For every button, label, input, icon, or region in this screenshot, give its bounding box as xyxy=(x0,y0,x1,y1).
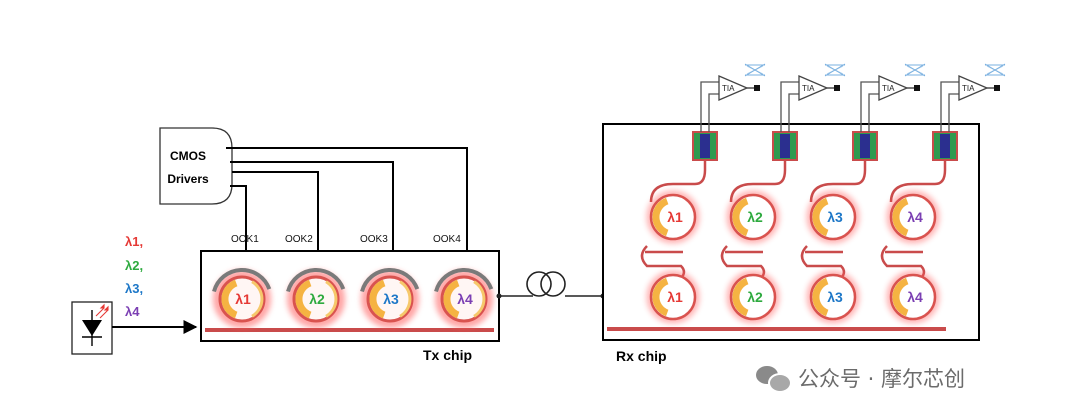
eye-diagram-icon xyxy=(824,63,846,77)
wavelength-item: λ1, xyxy=(125,234,143,249)
rx-ring-label: λ3 xyxy=(827,289,843,305)
tx-ring-label: λ1 xyxy=(235,291,251,307)
photodetector xyxy=(852,131,878,161)
eye-diagram-icon xyxy=(744,63,766,77)
rx-ring: λ2 xyxy=(726,190,780,244)
rx-ring-label: λ4 xyxy=(907,289,923,305)
wavelength-list: λ1, λ2, λ3, λ4 xyxy=(125,234,143,319)
rx-ring: λ2 xyxy=(726,270,780,324)
rx-demux-array: λ1 λ1 λ2 λ2 λ3 λ3 λ4 λ4 xyxy=(640,131,958,324)
watermark-text: 公众号 · 摩尔芯创 xyxy=(798,367,966,391)
wavelength-item: λ4 xyxy=(125,304,140,319)
cmos-drivers-block: CMOS Drivers xyxy=(159,127,233,205)
tx-ring-label: λ3 xyxy=(383,291,399,307)
tx-ring-label: λ4 xyxy=(457,291,473,307)
tia-label: TIA xyxy=(802,84,815,93)
wavelength-item: λ2, xyxy=(125,258,143,273)
rx-ring-label: λ3 xyxy=(827,209,843,225)
rx-ring: λ4 xyxy=(886,270,940,324)
tia-array: TIA TIA TIA TIA xyxy=(700,63,1006,132)
tia-label: TIA xyxy=(962,84,975,93)
tx-ring: λ1 xyxy=(212,267,272,328)
rx-ring: λ3 xyxy=(806,270,860,324)
cmos-label-line2: Drivers xyxy=(167,172,209,186)
tia-label: TIA xyxy=(882,84,895,93)
rx-channel: λ4 λ4 xyxy=(880,131,958,324)
rx-ring: λ4 xyxy=(886,190,940,244)
driver-lines xyxy=(226,147,474,270)
cmos-label-line1: CMOS xyxy=(170,149,206,163)
eye-diagram-icon xyxy=(984,63,1006,77)
rx-chip: λ1 λ1 λ2 λ2 λ3 λ3 λ4 λ4 Rx chip xyxy=(602,123,980,364)
fiber-link xyxy=(496,271,606,299)
rx-channel: λ3 λ3 xyxy=(800,131,878,324)
rx-ring-label: λ1 xyxy=(667,289,683,305)
laser-source xyxy=(71,301,113,355)
photodetector xyxy=(692,131,718,161)
ook-label: OOK1 xyxy=(231,234,259,245)
wechat-icon xyxy=(756,364,792,393)
rx-chip-label: Rx chip xyxy=(616,348,667,364)
rx-ring-label: λ2 xyxy=(747,209,763,225)
rx-channel: λ1 λ1 xyxy=(640,131,718,324)
tx-chip: λ1 λ2 λ3 λ4 Tx chip xyxy=(200,250,500,363)
rx-ring: λ3 xyxy=(806,190,860,244)
tia-amplifier: TIA xyxy=(780,63,846,132)
tia-amplifier: TIA xyxy=(860,63,926,132)
rx-ring: λ1 xyxy=(646,190,700,244)
watermark: 公众号 · 摩尔芯创 xyxy=(756,362,965,394)
tx-ring-label: λ2 xyxy=(309,291,325,307)
tia-amplifier: TIA xyxy=(940,63,1006,132)
tx-ring: λ3 xyxy=(360,267,420,328)
tx-chip-label: Tx chip xyxy=(423,347,472,363)
eye-diagram-icon xyxy=(904,63,926,77)
ook-label: OOK2 xyxy=(285,234,313,245)
tx-ring: λ4 xyxy=(434,267,494,328)
wavelength-item: λ3, xyxy=(125,281,143,296)
tia-amplifier: TIA xyxy=(700,63,766,132)
tx-ring: λ2 xyxy=(286,267,346,328)
rx-ring: λ1 xyxy=(646,270,700,324)
tx-ring-array: λ1 λ2 λ3 λ4 xyxy=(212,267,494,328)
ook-labels: OOK1 OOK2 OOK3 OOK4 xyxy=(231,234,461,245)
rx-ring-label: λ1 xyxy=(667,209,683,225)
photodetector xyxy=(932,131,958,161)
rx-ring-label: λ4 xyxy=(907,209,923,225)
emission-arrows-icon xyxy=(95,303,109,319)
photodetector xyxy=(772,131,798,161)
rx-channel: λ2 λ2 xyxy=(720,131,798,324)
ook-label: OOK4 xyxy=(433,234,461,245)
rx-ring-label: λ2 xyxy=(747,289,763,305)
tia-label: TIA xyxy=(722,84,735,93)
laser-diode-icon xyxy=(82,320,102,336)
ook-label: OOK3 xyxy=(360,234,388,245)
